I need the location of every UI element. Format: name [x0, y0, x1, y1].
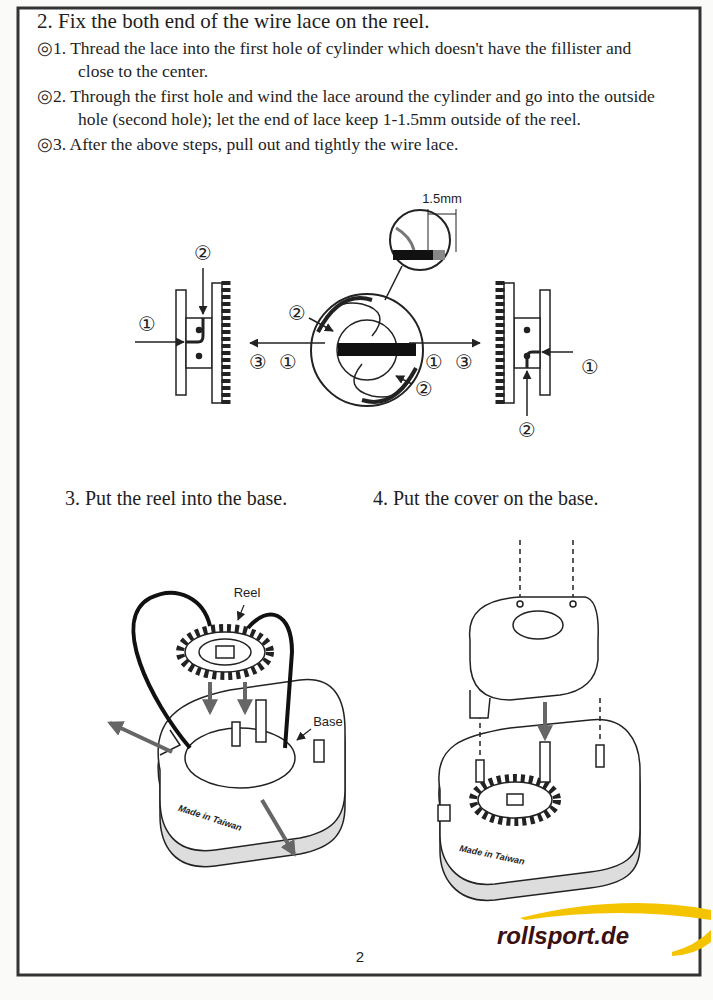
callout-number: ①: [425, 351, 443, 374]
instruction-text: ◎2. Through the first hole and wind the …: [37, 85, 667, 132]
callout-number: ①: [138, 313, 156, 336]
instruction-text: ◎1. Thread the lace into the first hole …: [37, 37, 667, 84]
reel-side-view-left: [135, 268, 226, 405]
page-frame: [18, 8, 700, 975]
base-with-cover: [438, 540, 640, 900]
step-heading: 2. Fix the both end of the wire lace on …: [37, 9, 429, 34]
callout-number: ②: [518, 419, 536, 442]
step-heading: 3. Put the reel into the base.: [65, 487, 287, 510]
part-name: Reel: [234, 586, 261, 601]
callout-number: ③: [249, 351, 267, 374]
instruction-text: ◎3. After the above steps, pull out and …: [37, 133, 667, 156]
reel-side-view-right: [500, 281, 573, 416]
callout-number: ③: [455, 351, 473, 374]
callout-number: ①: [581, 356, 599, 379]
callout-number: ②: [288, 302, 306, 325]
step-heading: 4. Put the cover on the base.: [373, 487, 599, 510]
base-with-reel: [110, 593, 345, 867]
callout-number: ②: [194, 242, 212, 265]
reel-top-view: [250, 209, 480, 406]
callout-number: ②: [415, 378, 433, 401]
part-name: Base: [313, 715, 343, 730]
page-number: 2: [356, 948, 364, 965]
callout-number: ①: [279, 351, 297, 374]
watermark: rollsport.de: [497, 922, 629, 950]
dimension-label: 1.5mm: [422, 192, 462, 207]
